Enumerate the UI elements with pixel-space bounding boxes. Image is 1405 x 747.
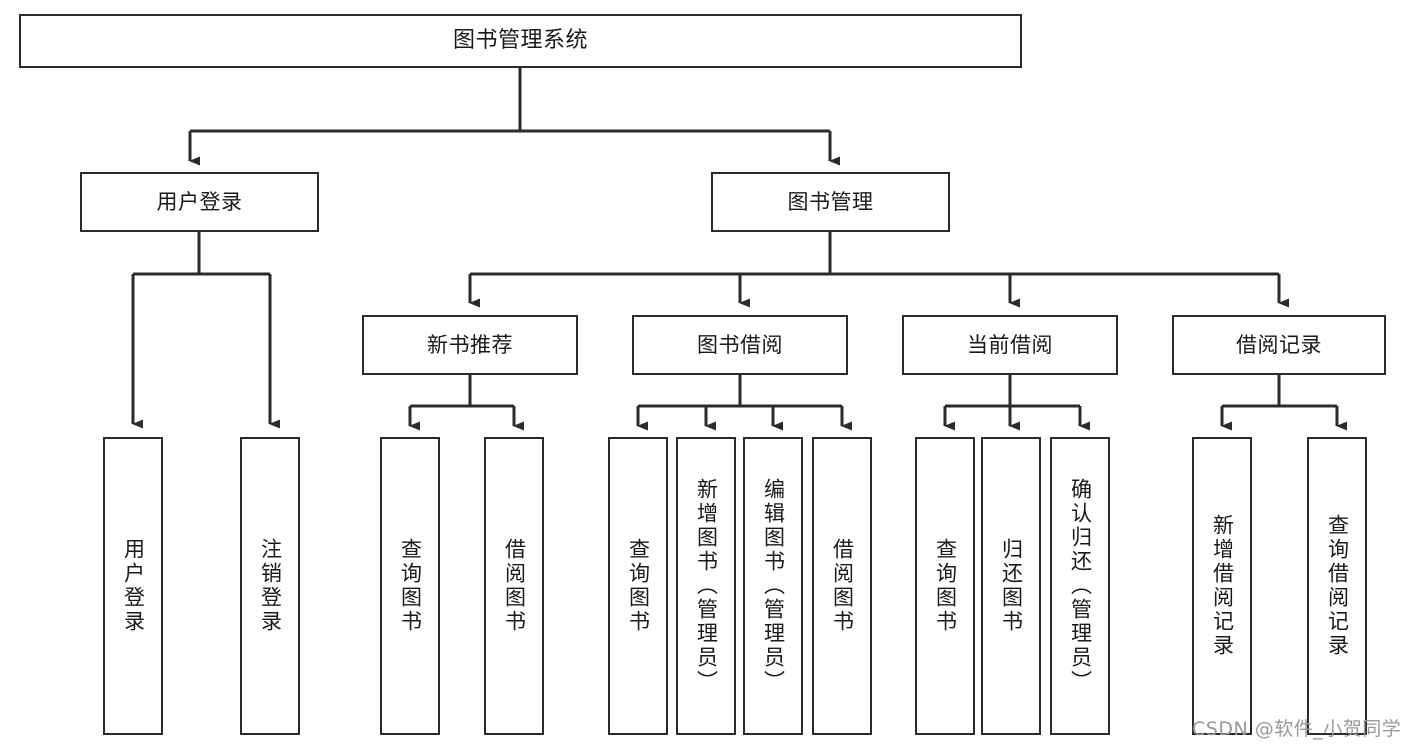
node-label: 注销登录 <box>258 538 283 634</box>
node-label: 图书管理系统 <box>452 28 588 54</box>
node-label: 确认归还（管理员） <box>1068 478 1093 694</box>
leaf-recommend-borrow-book[interactable]: 借阅图书 <box>484 437 544 735</box>
leaf-borrow-edit-book[interactable]: 编辑图书（管理员） <box>743 437 803 735</box>
leaf-recommend-query-book[interactable]: 查询图书 <box>380 437 440 735</box>
node-label: 查询图书 <box>398 538 423 634</box>
leaf-borrow-borrow-book[interactable]: 借阅图书 <box>812 437 872 735</box>
node-label: 当前借阅 <box>967 332 1053 357</box>
node-label: 图书管理 <box>787 189 874 214</box>
node-label: 图书借阅 <box>697 332 783 357</box>
leaf-current-query-book[interactable]: 查询图书 <box>915 437 975 735</box>
node-borrow-record[interactable]: 借阅记录 <box>1172 315 1386 375</box>
node-label: 借阅图书 <box>502 538 527 634</box>
node-book-borrow[interactable]: 图书借阅 <box>632 315 848 375</box>
watermark: CSDN @软件_小贺同学 <box>1192 718 1402 740</box>
leaf-current-confirm-return[interactable]: 确认归还（管理员） <box>1050 437 1110 735</box>
node-label: 查询图书 <box>626 538 651 634</box>
node-label: 查询借阅记录 <box>1325 514 1350 658</box>
leaf-current-return-book[interactable]: 归还图书 <box>981 437 1041 735</box>
node-user-login[interactable]: 用户登录 <box>80 172 319 232</box>
node-root-system[interactable]: 图书管理系统 <box>19 14 1022 68</box>
node-label: 归还图书 <box>999 538 1024 634</box>
leaf-user-login-logout[interactable]: 注销登录 <box>240 437 300 735</box>
node-label: 用户登录 <box>121 538 146 634</box>
node-current-borrow[interactable]: 当前借阅 <box>902 315 1118 375</box>
node-label: 新增图书（管理员） <box>694 478 719 694</box>
node-label: 新书推荐 <box>427 332 513 357</box>
node-label: 借阅记录 <box>1236 332 1322 357</box>
node-label: 新增借阅记录 <box>1210 514 1235 658</box>
node-label: 编辑图书（管理员） <box>761 478 786 694</box>
leaf-borrow-add-book[interactable]: 新增图书（管理员） <box>676 437 736 735</box>
node-label: 借阅图书 <box>830 538 855 634</box>
node-book-management[interactable]: 图书管理 <box>711 172 950 232</box>
leaf-borrow-query-book[interactable]: 查询图书 <box>608 437 668 735</box>
leaf-record-query-record[interactable]: 查询借阅记录 <box>1307 437 1367 735</box>
leaf-record-add-record[interactable]: 新增借阅记录 <box>1192 437 1252 735</box>
node-label: 用户登录 <box>156 189 243 214</box>
node-new-book-recommend[interactable]: 新书推荐 <box>362 315 578 375</box>
leaf-user-login-login[interactable]: 用户登录 <box>103 437 163 735</box>
node-label: 查询图书 <box>933 538 958 634</box>
